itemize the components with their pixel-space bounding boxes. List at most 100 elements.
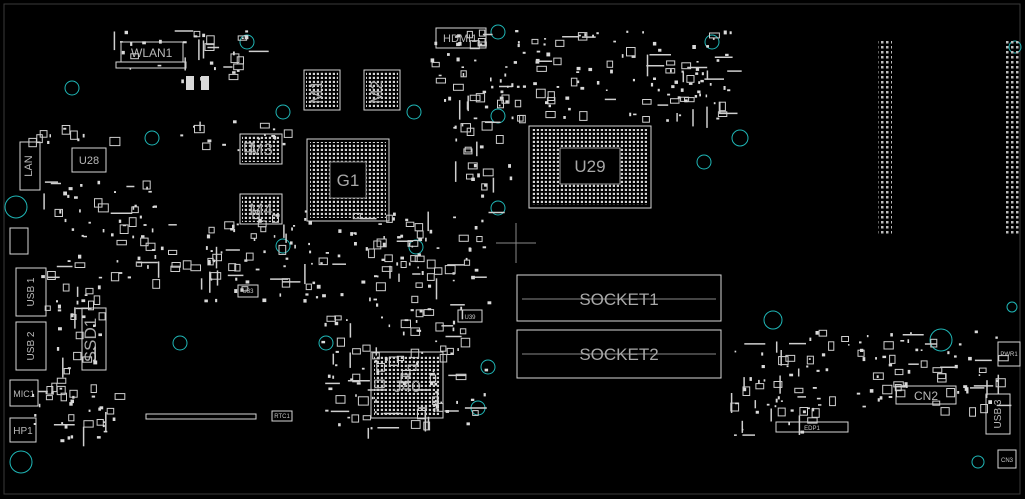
smd-pad — [241, 37, 244, 39]
smd-pad — [436, 247, 440, 249]
gpu-g1[interactable]: G1 — [306, 138, 390, 222]
u28-outline — [71, 147, 107, 173]
smd-pad — [447, 53, 450, 56]
smd-pad — [130, 42, 133, 46]
smd-pad — [455, 138, 458, 142]
smd-pad — [522, 85, 526, 88]
smd-pad — [396, 412, 399, 415]
smd-pad — [207, 262, 211, 265]
smd-pad — [234, 289, 238, 293]
wlan-connector[interactable]: WLAN1 — [115, 41, 209, 90]
smd-pad — [60, 439, 65, 443]
smd-outline — [204, 43, 215, 52]
smd-outline — [224, 221, 235, 230]
smd-pad — [915, 348, 919, 352]
smd-outline — [384, 254, 393, 263]
smd-pad — [118, 219, 122, 223]
chip-u33[interactable]: U33 — [237, 284, 259, 298]
smd-pad — [453, 216, 456, 219]
smd-outline — [70, 130, 78, 140]
smd-pad — [877, 398, 880, 402]
usb1-connector[interactable]: USB 1 — [15, 267, 47, 317]
smd-pad — [509, 176, 513, 181]
smd-pad — [474, 268, 479, 272]
smd-pad — [102, 229, 105, 233]
m2-balls — [366, 72, 398, 108]
smd-outline — [405, 221, 415, 227]
smd-pad — [741, 428, 744, 431]
smd-pad — [777, 396, 780, 400]
smd-pad — [210, 250, 213, 252]
smd-pad — [74, 196, 78, 199]
smd-pad — [233, 229, 236, 233]
smd-pad — [806, 407, 810, 410]
smd-pad — [766, 403, 770, 406]
chip-u39[interactable]: U39 — [457, 309, 483, 323]
smd-outline — [260, 226, 267, 233]
usb3-connector[interactable]: USB 3 — [985, 393, 1011, 435]
m4-balls — [242, 196, 280, 222]
mic1-jack[interactable]: MIC1 — [9, 379, 39, 407]
smd-outline — [937, 373, 947, 383]
pch-j40[interactable]: J40 — [370, 351, 444, 419]
smd-pad — [157, 64, 162, 67]
smd-outline — [626, 47, 636, 57]
smd-outline — [894, 384, 902, 392]
smd-pad — [193, 35, 198, 38]
smd-pad — [81, 299, 86, 303]
smd-pad — [473, 164, 477, 168]
smd-pad — [209, 61, 214, 65]
smd-outline — [546, 97, 556, 105]
smd-pad — [470, 398, 475, 401]
hp1-jack[interactable]: HP1 — [9, 417, 37, 443]
smd-pad — [375, 399, 377, 403]
ssd1-label: SSD1 — [81, 318, 100, 362]
smd-pad — [147, 265, 149, 269]
smd-pad — [408, 262, 411, 266]
cn2-connector[interactable]: CN2 — [895, 385, 957, 405]
smd-pad — [70, 435, 74, 439]
smd-pad — [83, 235, 87, 238]
chip-u28[interactable]: U28 — [71, 147, 107, 173]
hdmi-connector[interactable]: HDMI1 — [435, 27, 487, 49]
smd-outline — [69, 389, 78, 398]
smd-outline — [401, 370, 411, 377]
smd-pad — [376, 371, 380, 375]
usb2-connector[interactable]: USB 2 — [15, 321, 47, 371]
memory-m1[interactable]: M1 — [303, 69, 341, 111]
pwr-connector[interactable]: PWR1 — [997, 341, 1021, 367]
smd-pad — [985, 394, 988, 399]
smd-pad — [206, 234, 211, 239]
socket1[interactable]: SOCKET1 — [516, 274, 722, 322]
rtc1[interactable]: RTC1 — [271, 410, 293, 422]
smd-pad — [577, 80, 580, 84]
smd-pad — [233, 120, 237, 124]
edp1-connector[interactable]: EDP1 — [775, 421, 849, 433]
smd-outline — [28, 137, 37, 148]
memory-m2[interactable]: M2 — [363, 69, 401, 111]
smd-outline — [841, 336, 850, 342]
smd-pad — [294, 244, 296, 249]
memory-m4[interactable]: M4 — [239, 193, 283, 225]
smd-pad — [995, 336, 998, 339]
smd-pad — [111, 233, 114, 237]
memory-m3[interactable]: M3 — [239, 133, 283, 165]
socket2[interactable]: SOCKET2 — [516, 329, 722, 379]
smd-outline — [90, 384, 97, 393]
smd-pad — [143, 224, 147, 226]
hp1-outline — [9, 417, 37, 443]
smd-pad — [382, 242, 386, 247]
cn3-connector[interactable]: CN3 — [997, 449, 1017, 469]
smd-pad — [761, 352, 764, 356]
smd-pad — [856, 392, 861, 395]
smd-pad — [38, 403, 41, 408]
smd-pad — [33, 423, 37, 425]
smd-outline — [47, 271, 56, 280]
smd-outline — [773, 381, 783, 388]
smd-pad — [484, 105, 489, 109]
lan-connector[interactable]: LAN — [9, 141, 41, 255]
smd-pad — [378, 223, 382, 225]
cpu-u29[interactable]: U29 — [528, 125, 652, 209]
smd-pad — [353, 232, 357, 235]
u39-outline — [457, 309, 483, 323]
